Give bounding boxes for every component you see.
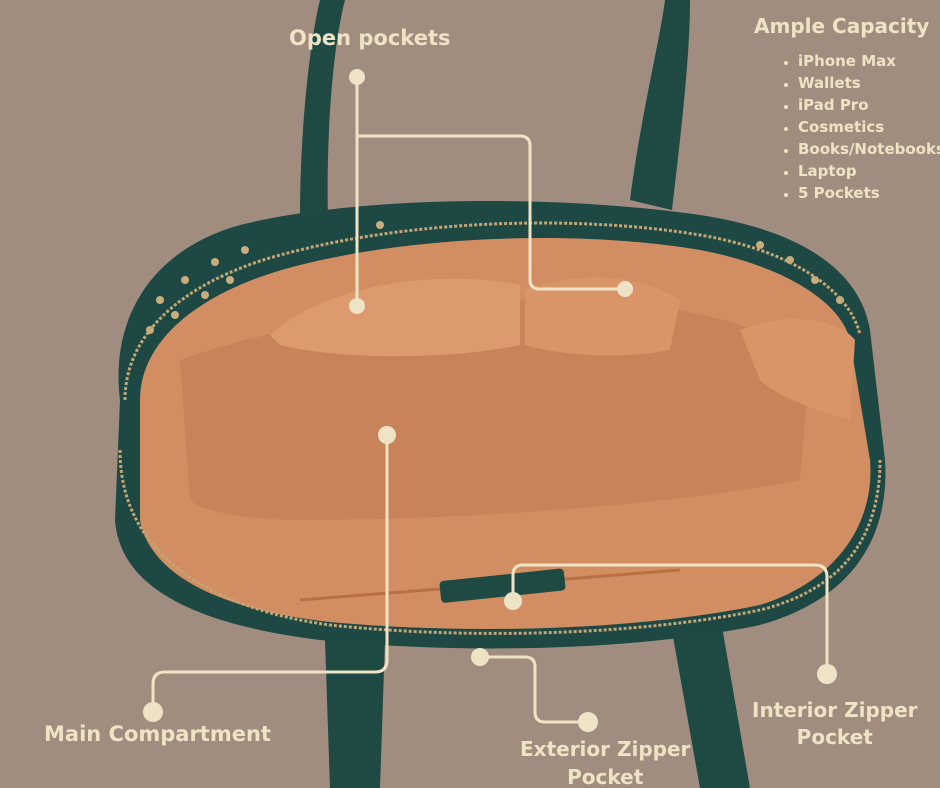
capacity-item: iPad Pro <box>798 94 940 116</box>
exterior-zipper-label-line1: Exterior Zipper <box>520 737 691 761</box>
capacity-item: Books/Notebooks <box>798 138 940 160</box>
capacity-item: 5 Pockets <box>798 182 940 204</box>
interior-zipper-pocket-label: Interior Zipper Pocket <box>752 697 918 751</box>
callout-line-main <box>151 435 389 712</box>
callout-dots <box>143 69 837 732</box>
callout-dot-exterior-start <box>471 648 489 666</box>
callout-dot-interior-end <box>817 664 837 684</box>
exterior-zipper-label-line2: Pocket <box>567 765 644 788</box>
callout-line-exterior <box>480 655 588 724</box>
open-pocket-left <box>270 278 520 357</box>
capacity-panel: Ample Capacity iPhone Max Wallets iPad P… <box>754 14 940 204</box>
zipper-rim <box>123 221 862 401</box>
callout-dot-open-pocket-top <box>349 69 365 85</box>
open-pockets-label: Open pockets <box>289 26 451 50</box>
zipper-rim-lower <box>118 449 882 635</box>
capacity-item: Laptop <box>798 160 940 182</box>
capacity-item: Wallets <box>798 72 940 94</box>
main-compartment-label: Main Compartment <box>44 722 271 746</box>
zipper-pull-tab <box>439 568 566 603</box>
capacity-item: Cosmetics <box>798 116 940 138</box>
callout-lines <box>151 77 829 724</box>
callout-dot-interior-start <box>504 592 522 610</box>
back-lining-wall <box>180 300 810 520</box>
left-handle <box>300 0 345 220</box>
callout-dot-exterior-end <box>578 712 598 732</box>
callout-dot-main-top <box>378 426 396 444</box>
bottom-left-handle <box>325 640 385 788</box>
callout-dot-open-pocket-left <box>349 298 365 314</box>
capacity-item: iPhone Max <box>798 50 940 72</box>
callout-line-open-pocket-right <box>357 134 625 291</box>
exterior-zipper-pocket-label: Exterior Zipper Pocket <box>520 735 690 788</box>
bottom-right-handle <box>670 615 750 788</box>
callout-line-interior <box>511 563 829 672</box>
callout-dot-open-pocket-right <box>617 281 633 297</box>
interior-zipper-label-line2: Pocket <box>796 725 873 749</box>
interior-zipper-label-line1: Interior Zipper <box>752 698 918 722</box>
side-pocket <box>740 319 855 420</box>
callout-dot-main-bottom <box>143 702 163 722</box>
capacity-title: Ample Capacity <box>754 14 930 38</box>
open-pocket-right <box>525 277 680 356</box>
capacity-list: iPhone Max Wallets iPad Pro Cosmetics Bo… <box>754 50 940 204</box>
right-handle <box>630 0 690 210</box>
